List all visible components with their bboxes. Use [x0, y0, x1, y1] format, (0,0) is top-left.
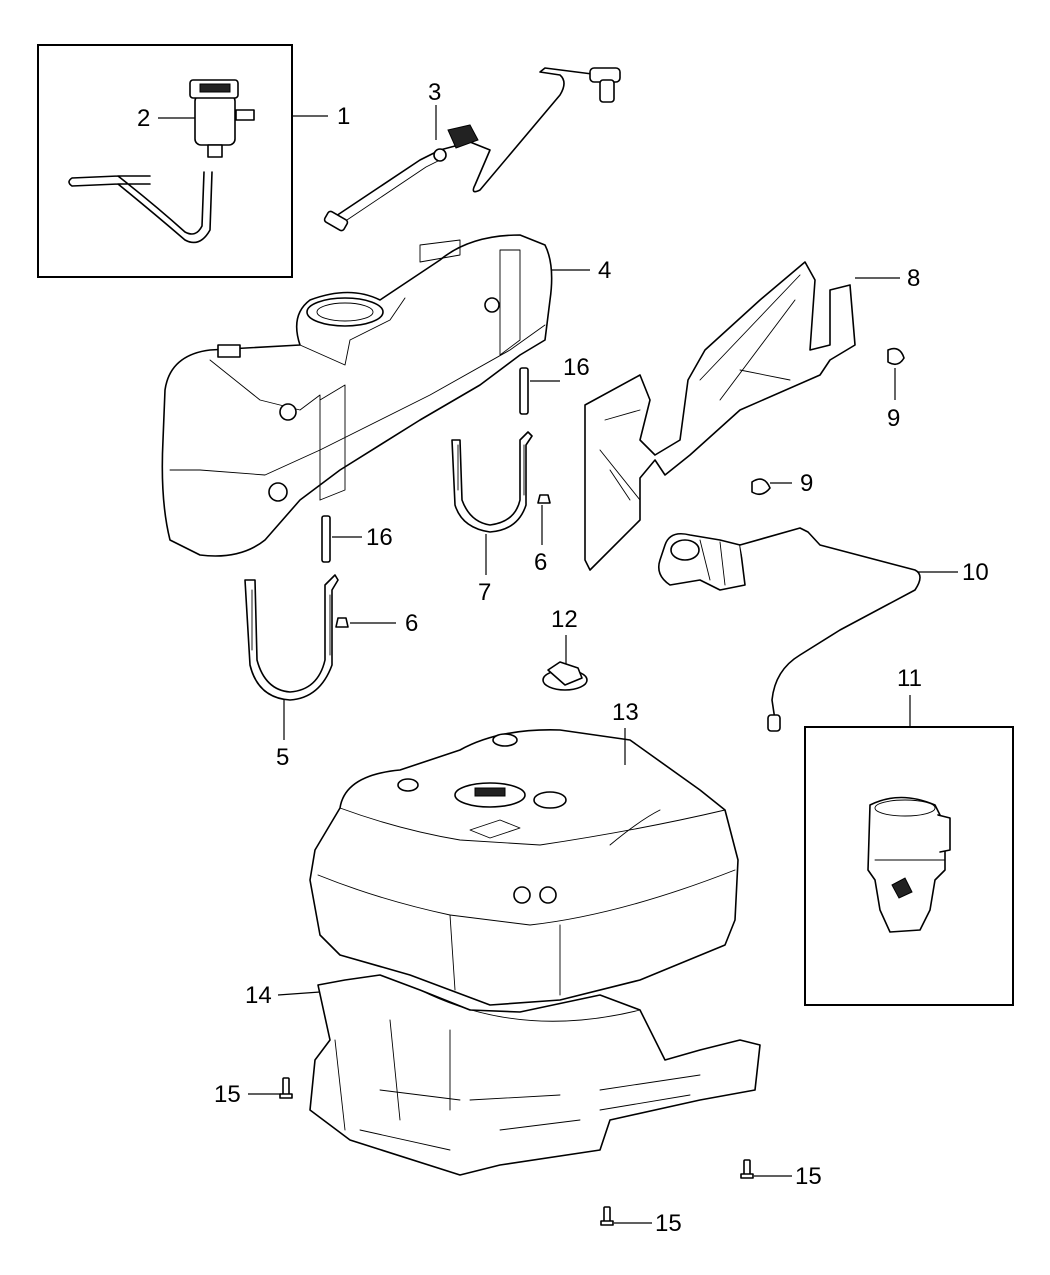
callout-4: 4 [598, 257, 611, 284]
callout-5: 5 [276, 744, 289, 771]
callout-11: 11 [897, 665, 922, 692]
part-strap-lower [244, 574, 339, 701]
callout-16a: 16 [563, 354, 590, 381]
part-fuel-tank-saddle [161, 234, 553, 557]
part-vent-tube [323, 67, 621, 232]
callout-9b: 9 [800, 470, 813, 497]
callout-2: 2 [137, 105, 150, 132]
callout-16b: 16 [366, 524, 393, 551]
part-fuel-pump-module [657, 527, 921, 732]
part-filler-cap [542, 661, 588, 691]
part-filter-canister [189, 79, 255, 158]
callout-10: 10 [962, 559, 989, 586]
part-nut-upper [537, 494, 551, 504]
part-filler-neck-capless [867, 796, 951, 933]
part-fuel-tank [309, 729, 739, 1006]
part-stud-upper [519, 367, 529, 415]
callout-6b: 6 [405, 610, 418, 637]
part-bolt-right [740, 1159, 754, 1179]
callout-13: 13 [612, 699, 639, 726]
part-clip-upper [887, 347, 905, 366]
part-heat-shield [584, 261, 856, 571]
inset-box-filler-neck [804, 726, 1014, 1006]
callout-12: 12 [551, 606, 578, 633]
part-nut-lower [335, 617, 349, 628]
callout-7: 7 [478, 579, 491, 606]
inset-box-filter-assembly [37, 44, 293, 278]
leader-14 [277, 991, 321, 996]
callout-15a: 15 [214, 1081, 241, 1108]
callout-3: 3 [428, 79, 441, 106]
part-stud-lower [321, 515, 331, 563]
callout-14: 14 [245, 982, 272, 1009]
callout-1: 1 [337, 103, 350, 130]
callout-8: 8 [907, 265, 920, 292]
part-bolt-left [279, 1077, 293, 1099]
callout-9a: 9 [887, 405, 900, 432]
part-clip-lower [751, 478, 771, 496]
part-skid-plate [309, 974, 761, 1176]
part-bolt-bottom [600, 1206, 614, 1226]
part-filter-hose [68, 171, 213, 244]
callout-6a: 6 [534, 549, 547, 576]
callout-15c: 15 [655, 1210, 682, 1237]
part-strap-upper [451, 431, 533, 533]
callout-15b: 15 [795, 1163, 822, 1190]
